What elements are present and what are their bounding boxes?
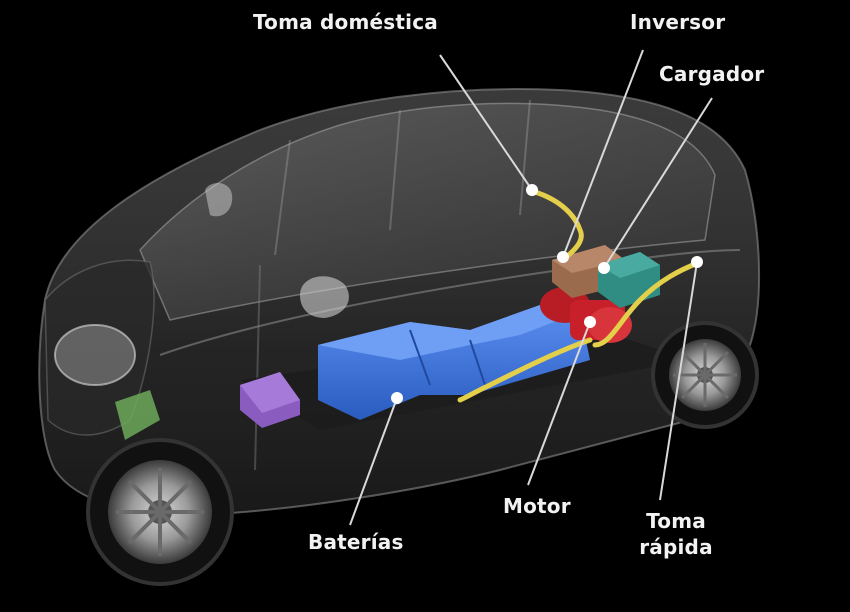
label-toma-rapida: Toma rápida — [634, 508, 718, 560]
dot-inversor — [557, 251, 569, 263]
rear-wheel — [651, 321, 759, 429]
dot-motor — [584, 316, 596, 328]
battery-pack — [318, 305, 590, 420]
dot-toma-domestica — [526, 184, 538, 196]
callout-dots — [391, 184, 703, 404]
label-inversor: Inversor — [630, 10, 726, 34]
label-toma-rapida-line2: rápida — [639, 535, 713, 559]
label-cargador: Cargador — [659, 62, 765, 86]
dot-toma-rapida — [691, 256, 703, 268]
charging-cables — [457, 189, 703, 403]
purple-module — [240, 372, 300, 428]
dot-baterias — [391, 392, 403, 404]
label-toma-rapida-line1: Toma — [646, 509, 706, 533]
dot-cargador — [598, 262, 610, 274]
green-module — [115, 390, 160, 440]
callout-lines — [349, 49, 713, 526]
front-wheel — [86, 438, 234, 586]
label-baterias: Baterías — [308, 530, 404, 554]
label-motor: Motor — [503, 494, 571, 518]
label-toma-domestica: Toma doméstica — [253, 10, 438, 34]
car-body — [38, 88, 761, 517]
